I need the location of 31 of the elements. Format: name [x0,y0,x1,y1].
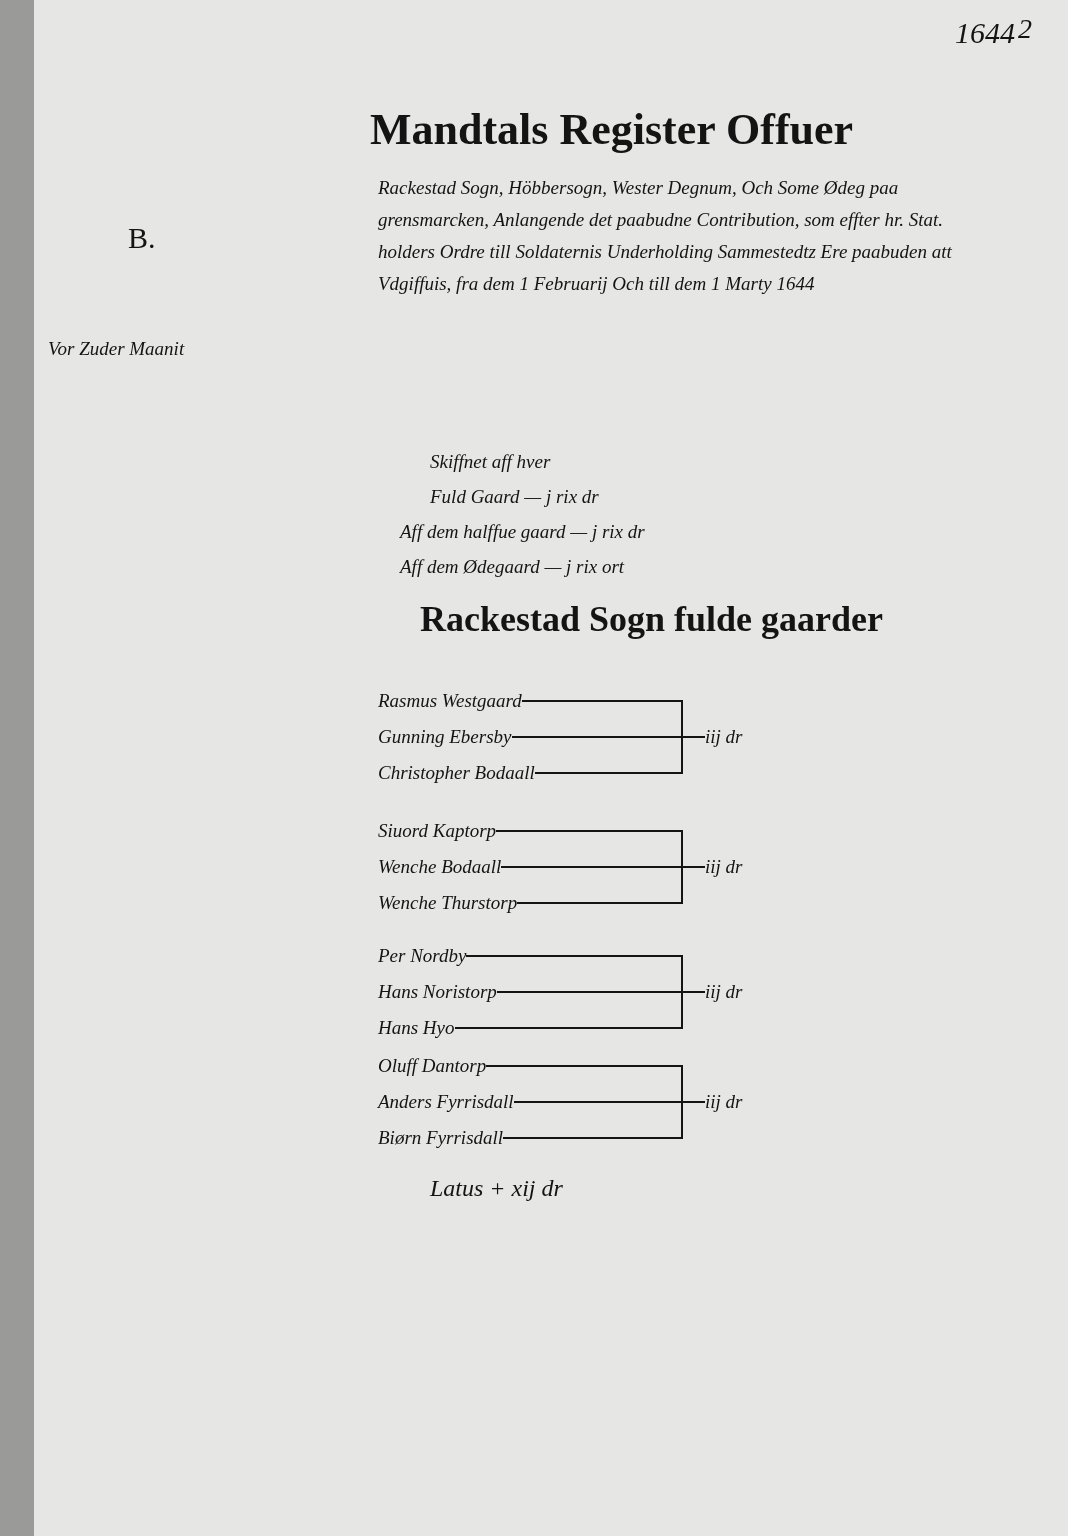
name-entry: Wenche Bodaall [378,852,502,882]
name-entry: Biørn Fyrrisdall [378,1123,504,1153]
handwritten-text: Skiffnet aff hver [430,450,552,474]
name-entry: Siuord Kaptorp [378,816,497,846]
name-entry: Hans Noristorp [378,977,497,1007]
handwritten-text: Latus + xij dr [430,1174,564,1203]
amount-entry: iij dr [705,852,743,882]
handwritten-text: 2 [1018,12,1033,46]
handwritten-text: Rackestad Sogn, Höbbersogn, Wester Degnum, Och Some Ødeg paa grensmarcken, Anlangende det paabudne Contribution, som effter hr. Stat. holders Ordre till Soldaternis Underholding Sammestedtz Ere paabuden att Vdgiffuis, fra dem 1 Februarij Och till dem 1 Marty 1644 [378,176,953,296]
name-entry: Anders Fyrrisdall [378,1087,514,1117]
handwritten-text: Aff dem halffue gaard — j rix dr [400,520,646,544]
name-entry: Christopher Bodaall [378,758,535,788]
bracket-connector [516,866,706,904]
handwritten-text: B. [128,220,157,256]
handwritten-text: Aff dem Ødegaard — j rix ort [400,555,626,579]
name-entry: Per Nordby [378,941,467,971]
name-entry: Wenche Thurstorp [378,888,518,918]
bracket-connector [502,1101,706,1139]
bracket-connector [534,736,706,774]
bracket-connector [454,991,706,1029]
amount-entry: iij dr [705,977,743,1007]
page-heading: Mandtals Register Offuer [370,104,855,156]
name-entry: Gunning Ebersby [378,722,512,752]
handwritten-text: Rackestad Sogn fulde gaarder [420,598,884,641]
handwritten-text: Vor Zuder Maanit [48,337,186,361]
name-entry: Rasmus Westgaard [378,686,522,716]
name-entry: Hans Hyo [378,1013,455,1043]
amount-entry: iij dr [705,722,743,752]
amount-entry: iij dr [705,1087,743,1117]
handwritten-text: Fuld Gaard — j rix dr [430,485,600,509]
name-entry: Oluff Dantorp [378,1051,487,1081]
